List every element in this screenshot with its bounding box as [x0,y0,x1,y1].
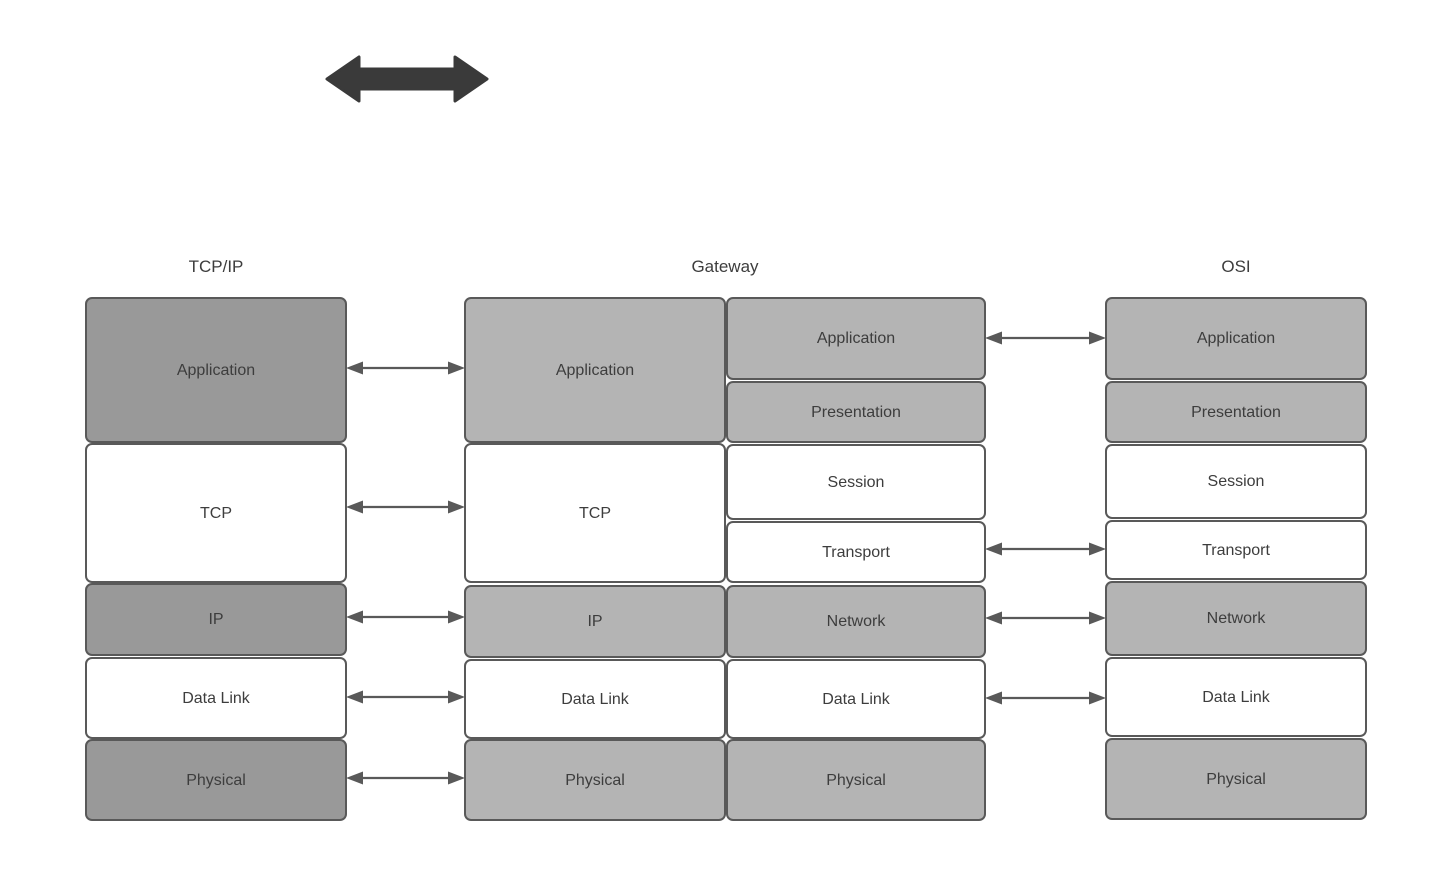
osi-layer-transport: Transport [1105,520,1367,580]
osi-layer-physical: Physical [1105,738,1367,820]
gateway-right-layer-network: Network [726,585,986,658]
layer-label: Physical [826,771,886,789]
layer-label: Physical [186,771,246,789]
layer-label: Application [555,361,635,379]
gateway-left-layer-ip: IP [464,585,726,658]
layer-label: TCP [579,504,611,522]
double-headed-block-arrow-icon [325,54,489,104]
connector-tcpip-gateway-data-link [345,688,466,706]
connector-gateway-osi-transport [984,540,1107,558]
gateway-right-layer-session: Session [726,444,986,520]
gateway-right-layer-data-link: Data Link [726,659,986,739]
gateway-right-layer-transport: Transport [726,521,986,583]
tcpip-layer-application: Application [85,297,347,443]
osi-layer-presentation: Presentation [1105,381,1367,443]
osi-layer-application: Application [1105,297,1367,380]
layer-label: Application [176,361,256,379]
tcpip-layer-data-link: Data Link [85,657,347,739]
gateway-left-layer-data-link: Data Link [464,659,726,739]
layer-label: Presentation [811,403,901,421]
tcpip-layer-physical: Physical [85,739,347,821]
column-title-tcpip: TCP/IP [188,257,244,276]
osi-layer-session: Session [1105,444,1367,519]
layer-label: Network [826,613,886,630]
layer-label: Data Link [1202,688,1270,706]
connector-tcpip-gateway-ip [345,608,466,626]
layer-label: IP [587,613,603,630]
gateway-left-layer-physical: Physical [464,739,726,821]
layer-label: TCP [200,504,232,522]
layer-label: Session [1207,473,1265,490]
layer-label: Data Link [561,690,629,708]
column-title-gateway: Gateway [691,257,759,276]
column-title-osi: OSI [1221,257,1251,276]
layer-label: Physical [565,771,625,789]
layer-label: Data Link [182,689,250,707]
gateway-left-layer-application: Application [464,297,726,443]
gateway-right-layer-presentation: Presentation [726,381,986,443]
connector-gateway-osi-network [984,609,1107,627]
layer-label: Transport [1202,541,1270,559]
layer-label: Application [816,330,896,347]
tcpip-layer-ip: IP [85,583,347,656]
connector-gateway-osi-data-link [984,689,1107,707]
layer-label: IP [208,611,224,628]
gateway-right-layer-physical: Physical [726,739,986,821]
gateway-left-layer-tcp: TCP [464,443,726,583]
connector-gateway-osi-application [984,329,1107,347]
layer-label: Presentation [1191,403,1281,421]
layer-label: Session [827,473,885,491]
layer-label: Physical [1206,770,1266,788]
osi-layer-data-link: Data Link [1105,657,1367,737]
connector-tcpip-gateway-physical [345,769,466,787]
layer-label: Application [1196,330,1276,347]
osi-layer-network: Network [1105,581,1367,656]
layer-label: Transport [822,543,890,561]
layer-label: Data Link [822,690,890,708]
gateway-right-layer-application: Application [726,297,986,380]
connector-tcpip-gateway-application [345,359,466,377]
connector-tcpip-gateway-tcp [345,498,466,516]
layer-label: Network [1206,610,1266,627]
tcpip-layer-tcp: TCP [85,443,347,583]
